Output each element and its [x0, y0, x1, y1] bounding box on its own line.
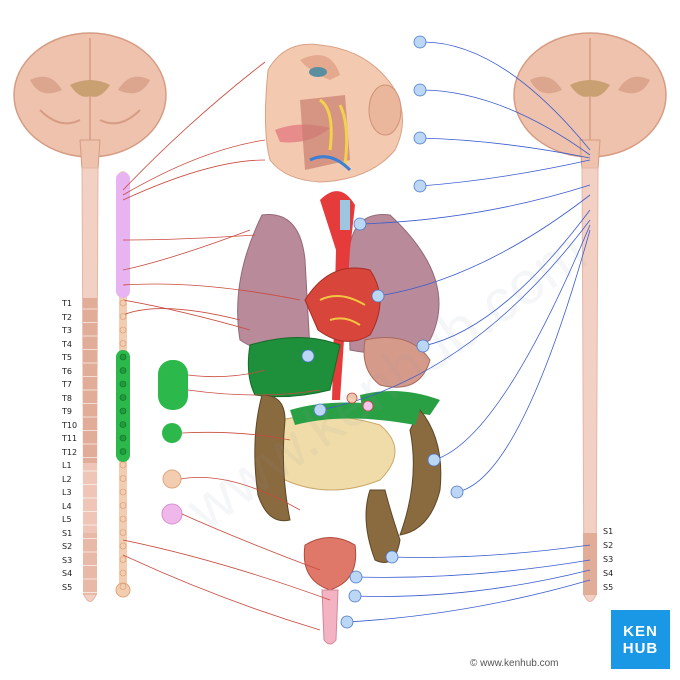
colon-descending: [399, 409, 442, 536]
segment-label-right-s1: S1: [603, 527, 614, 536]
segment-label-left-t7: T7: [62, 380, 72, 389]
bladder: [303, 537, 357, 591]
segment-label-left-t2: T2: [62, 312, 72, 322]
chain-ganglion-t5: [119, 353, 127, 361]
segment-label-left-s1: S1: [62, 528, 73, 538]
left-brainstem: [79, 139, 101, 171]
segment-label-left-l3: L3: [62, 488, 72, 497]
chain-ganglion-t7: [119, 380, 127, 388]
parasympathetic-ganglia: [301, 35, 464, 629]
segment-label-left-l2: L2: [62, 474, 72, 484]
superior-mesenteric-ganglion: [162, 423, 182, 443]
genitalia: [321, 589, 339, 645]
chain-ganglion-s2: [119, 542, 127, 550]
segment-label-right-s2: S2: [603, 541, 614, 550]
segment-label-left-l1: L1: [62, 461, 72, 470]
celiac-ganglion: [158, 360, 188, 410]
chain-ganglion-s1: [119, 529, 127, 536]
head-face-illustration: [264, 43, 403, 183]
credit-text: © www.kenhub.com: [470, 658, 559, 669]
chain-ganglion-t8: [119, 394, 127, 401]
stomach: [363, 337, 431, 388]
hypogastric-ganglion: [161, 503, 183, 525]
segment-label-left-s4: S4: [62, 569, 73, 578]
chain-ganglion-t2: [119, 313, 127, 320]
chain-ganglion-t6: [119, 367, 127, 374]
logo-line-1: KEN: [623, 622, 658, 640]
chain-ganglion-s5: [119, 583, 127, 590]
chain-ganglion-t3: [119, 326, 127, 334]
segment-label-left-t11: T11: [62, 434, 78, 443]
chain-ganglion-l3: [119, 488, 127, 496]
segment-label-left-t5: T5: [62, 353, 72, 362]
segment-label-left-t9: T9: [62, 407, 72, 416]
chain-ganglion-t10: [119, 421, 127, 428]
liver: [247, 337, 341, 398]
chain-ganglion-t11: [119, 434, 127, 442]
sympathetic-pathways: [122, 61, 331, 631]
segment-label-left-t3: T3: [62, 326, 72, 335]
aorta-and-heart: [304, 191, 381, 400]
chain-ganglion-l1: [119, 461, 127, 469]
segment-label-left-t10: T10: [62, 420, 78, 430]
chain-ganglion-l2: [119, 475, 127, 482]
chain-ganglion-t1: [119, 299, 127, 307]
pink-ganglion-marker: [362, 400, 374, 412]
segment-label-left-s2: S2: [62, 542, 73, 551]
left-brain: [13, 32, 167, 158]
chain-ganglion-s3: [119, 556, 127, 563]
logo-line-2: HUB: [622, 639, 659, 657]
chain-ganglion-t4: [119, 340, 127, 347]
segment-label-left-s3: S3: [62, 555, 73, 565]
segment-label-left-l4: L4: [62, 501, 72, 511]
right-spinal-cord: [581, 167, 599, 602]
colon-ascending: [254, 394, 291, 522]
left-sacral-segments-band: [83, 533, 97, 595]
adrenal-marker: [346, 392, 358, 404]
segment-label-right-s5: S5: [603, 583, 614, 592]
segment-label-left-t1: T1: [62, 299, 72, 308]
chain-ganglion-t9: [119, 407, 127, 415]
segment-label-left-t6: T6: [62, 366, 72, 376]
parasympathetic-pathways: [319, 41, 591, 623]
chain-ganglion-l5: [119, 515, 127, 523]
segment-label-left-l5: L5: [62, 515, 72, 524]
segment-label-left-t4: T4: [62, 339, 72, 349]
segment-label-right-s4: S4: [603, 569, 614, 578]
chain-ganglion-l4: [119, 502, 127, 509]
right-brain: [513, 32, 667, 158]
left-thoracic-segments-band: [83, 298, 97, 463]
segment-label-left-t8: T8: [62, 393, 72, 403]
segment-label-right-s3: S3: [603, 555, 614, 564]
chain-ganglion-s4: [119, 569, 127, 577]
chain-ganglion-t12: [119, 448, 127, 455]
right-sacral-segments-band: [583, 533, 597, 595]
kenhub-logo[interactable]: KEN HUB: [611, 610, 670, 669]
segment-label-left-s5: S5: [62, 582, 73, 592]
segment-label-left-t12: T12: [62, 447, 78, 457]
